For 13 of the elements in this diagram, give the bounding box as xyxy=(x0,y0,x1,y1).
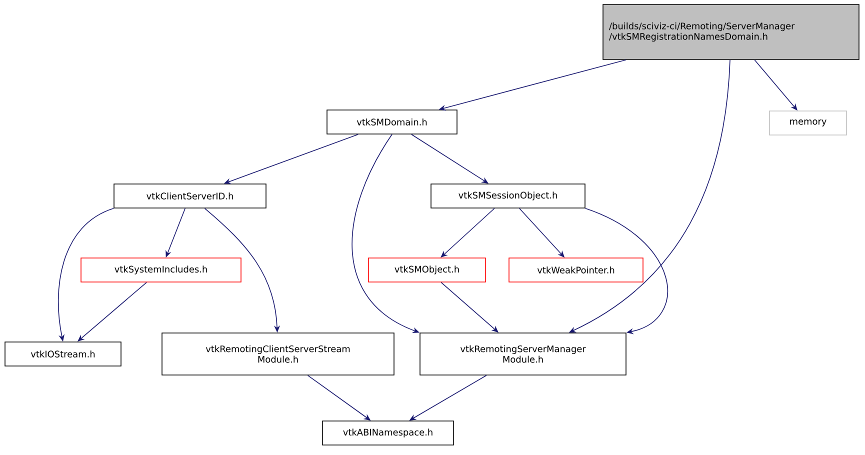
file-box: vtkIOStream.h xyxy=(4,342,122,366)
file-box: vtkWeakPointer.h xyxy=(508,258,644,282)
arrow xyxy=(585,208,668,334)
file-box: vtkSMDomain.h xyxy=(326,110,458,134)
file-box: vtkABINamespace.h xyxy=(322,420,454,446)
file-box: vtkRemotingClientServerStream Module.h xyxy=(162,332,394,376)
file-box: vtkRemotingServerManager Module.h xyxy=(420,332,626,376)
file-box: /builds/sciviz-ci/Remoting/ServerManager /vtkSMRegistrationNamesDomain.h xyxy=(602,4,860,60)
file-box: vtkSMObject.h xyxy=(368,258,486,282)
file-box: memory xyxy=(769,110,847,136)
file-box: vtkSMSessionObject.h xyxy=(430,184,586,208)
file-box: vtkSystemIncludes.h xyxy=(80,258,242,282)
file-box: vtkClientServerID.h xyxy=(114,184,266,208)
